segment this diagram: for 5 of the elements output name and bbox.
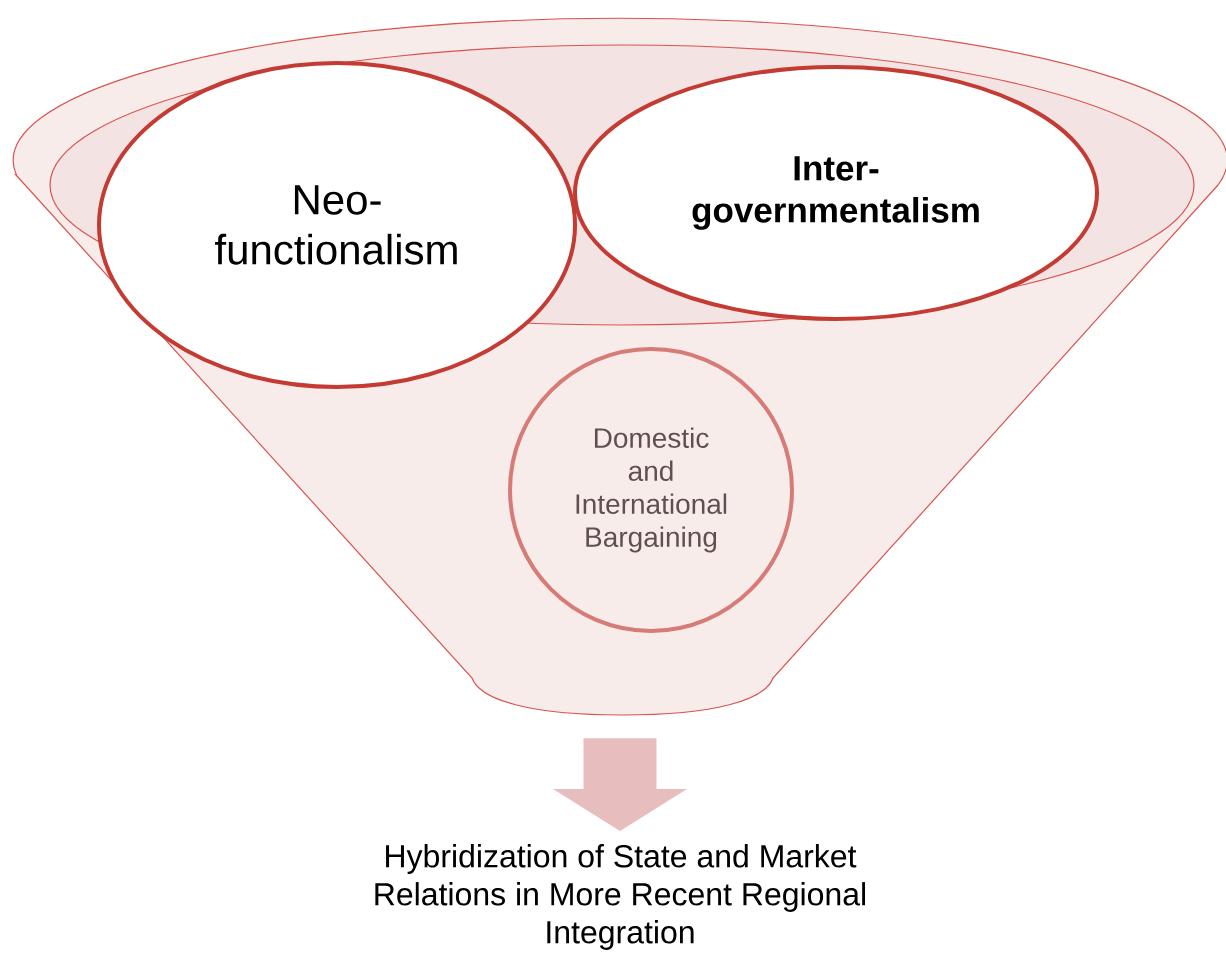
result-text: Hybridization of State and Market Relations in More Recent Regional Integration [375, 844, 865, 950]
ellipse-node: Neo- functionalism [97, 61, 577, 389]
circle-node: Domestic and International Bargaining [508, 347, 794, 633]
block-arrow [553, 738, 687, 831]
ellipse-node: Inter- governmentalism [573, 65, 1099, 321]
